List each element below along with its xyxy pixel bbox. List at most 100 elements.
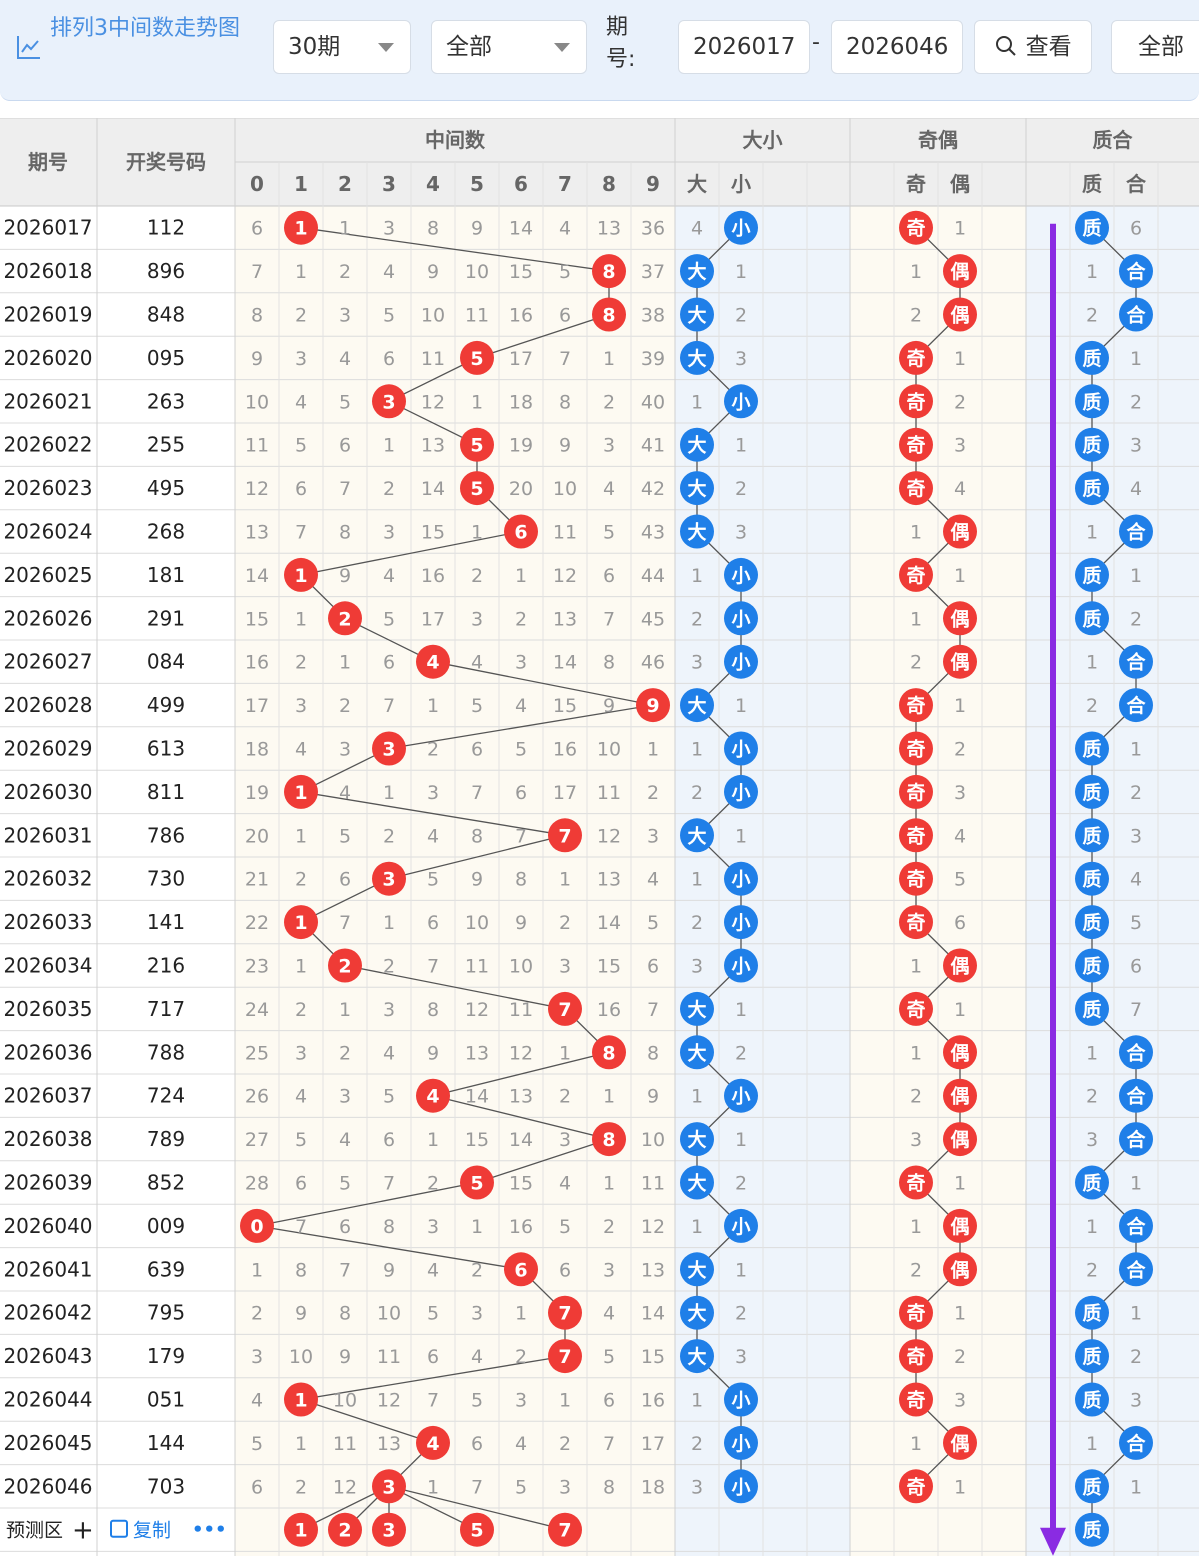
missing-count: 12: [377, 1390, 401, 1412]
missing-count: 3: [735, 522, 747, 544]
predicted-ball: [328, 1512, 362, 1547]
missing-count: 37: [641, 261, 665, 283]
page-title-text: 排列3中间数走势图: [50, 16, 240, 41]
missing-count: 4: [295, 391, 307, 413]
missing-count: 9: [603, 695, 615, 717]
digit-header: 3: [382, 172, 396, 196]
missing-count: 2: [910, 1259, 922, 1281]
missing-count: 4: [515, 695, 527, 717]
number-cell: 255: [147, 433, 185, 457]
missing-count: 1: [691, 1086, 703, 1108]
missing-count: 3: [339, 1086, 351, 1108]
missing-count: 15: [245, 608, 269, 630]
missing-count: 10: [465, 261, 489, 283]
missing-count: 8: [471, 825, 483, 847]
missing-count: 1: [735, 1129, 747, 1151]
missing-count: 2: [251, 1303, 263, 1325]
prime-ball: [1075, 1339, 1109, 1374]
missing-count: 2: [559, 912, 571, 934]
missing-count: 2: [603, 1216, 615, 1238]
number-cell: 095: [147, 346, 185, 370]
missing-count: 5: [559, 1216, 571, 1238]
size-ball: [724, 1208, 758, 1243]
middle-ball-label: 8: [602, 305, 615, 327]
size-subheader: 大: [687, 172, 707, 196]
number-cell: 788: [147, 1040, 185, 1064]
missing-count: 2: [559, 1433, 571, 1455]
missing-count: 2: [647, 782, 659, 804]
missing-count: 14: [245, 565, 269, 587]
parity-ball-label: 奇: [906, 564, 925, 587]
missing-count: 1: [295, 956, 307, 978]
prime-subheader: 质: [1082, 172, 1102, 196]
missing-count: 5: [339, 391, 351, 413]
missing-count: 1: [910, 522, 922, 544]
middle-ball-label: 0: [250, 1216, 263, 1238]
size-ball: [680, 340, 714, 375]
all-button[interactable]: 全部: [1111, 20, 1199, 74]
missing-count: 1: [515, 1303, 527, 1325]
missing-count: 3: [339, 305, 351, 327]
issue-cell: 2026023: [3, 476, 92, 500]
size-ball-label: 小: [731, 391, 750, 413]
missing-count: 1: [691, 869, 703, 891]
period-count-select[interactable]: 30期: [273, 20, 411, 74]
missing-count: 3: [471, 608, 483, 630]
prime-ball-label: 质: [1082, 999, 1101, 1021]
parity-ball-label: 奇: [906, 998, 925, 1021]
number-cell: 703: [147, 1474, 185, 1498]
middle-ball-label: 1: [294, 1390, 307, 1412]
parity-ball-label: 奇: [906, 1345, 925, 1368]
number-cell: 112: [147, 216, 185, 240]
missing-count: 9: [295, 1303, 307, 1325]
end-issue-value: 2026046: [846, 34, 949, 60]
missing-count: 3: [427, 1216, 439, 1238]
size-ball: [680, 818, 714, 853]
number-cell: 495: [147, 476, 185, 500]
missing-count: 3: [383, 218, 395, 240]
middle-ball: [328, 601, 362, 636]
missing-count: 8: [427, 218, 439, 240]
missing-count: 5: [295, 435, 307, 457]
missing-count: 11: [421, 348, 445, 370]
missing-count: 19: [509, 435, 533, 457]
missing-count: 21: [245, 869, 269, 891]
number-cell: 144: [147, 1431, 185, 1455]
missing-count: 1: [691, 1390, 703, 1412]
missing-count: 9: [251, 348, 263, 370]
copy-icon[interactable]: [110, 1519, 128, 1538]
missing-count: 1: [1130, 1476, 1142, 1498]
parity-ball: [943, 1252, 977, 1287]
missing-count: 2: [295, 305, 307, 327]
missing-count: 2: [954, 391, 966, 413]
missing-count: 12: [509, 1042, 533, 1064]
view-button[interactable]: 查看: [974, 20, 1092, 74]
missing-count: 6: [515, 782, 527, 804]
parity-ball: [899, 774, 933, 809]
middle-ball: [284, 210, 318, 245]
parity-ball: [899, 210, 933, 245]
start-issue-input[interactable]: 2026017: [678, 20, 810, 74]
missing-count: 7: [383, 695, 395, 717]
missing-count: 1: [954, 565, 966, 587]
predicted-prime-ball-label: 质: [1082, 1520, 1101, 1542]
missing-count: 5: [251, 1433, 263, 1455]
end-issue-input[interactable]: 2026046: [831, 20, 963, 74]
missing-count: 2: [471, 565, 483, 587]
missing-count: 10: [641, 1129, 665, 1151]
prime-ball-label: 质: [1082, 565, 1101, 587]
missing-count: 2: [339, 261, 351, 283]
missing-count: 3: [603, 1259, 615, 1281]
missing-count: 6: [471, 739, 483, 761]
missing-count: 3: [383, 522, 395, 544]
parity-ball-label: 偶: [950, 651, 969, 674]
missing-count: 1: [954, 218, 966, 240]
predicted-ball-label: 7: [558, 1520, 571, 1542]
type-select[interactable]: 全部: [431, 20, 587, 74]
middle-ball-label: 3: [382, 739, 395, 761]
parity-ball: [899, 384, 933, 419]
missing-count: 12: [641, 1216, 665, 1238]
middle-ball-label: 3: [382, 869, 395, 891]
prime-ball: [1075, 471, 1109, 506]
middle-ball-label: 3: [382, 391, 395, 413]
